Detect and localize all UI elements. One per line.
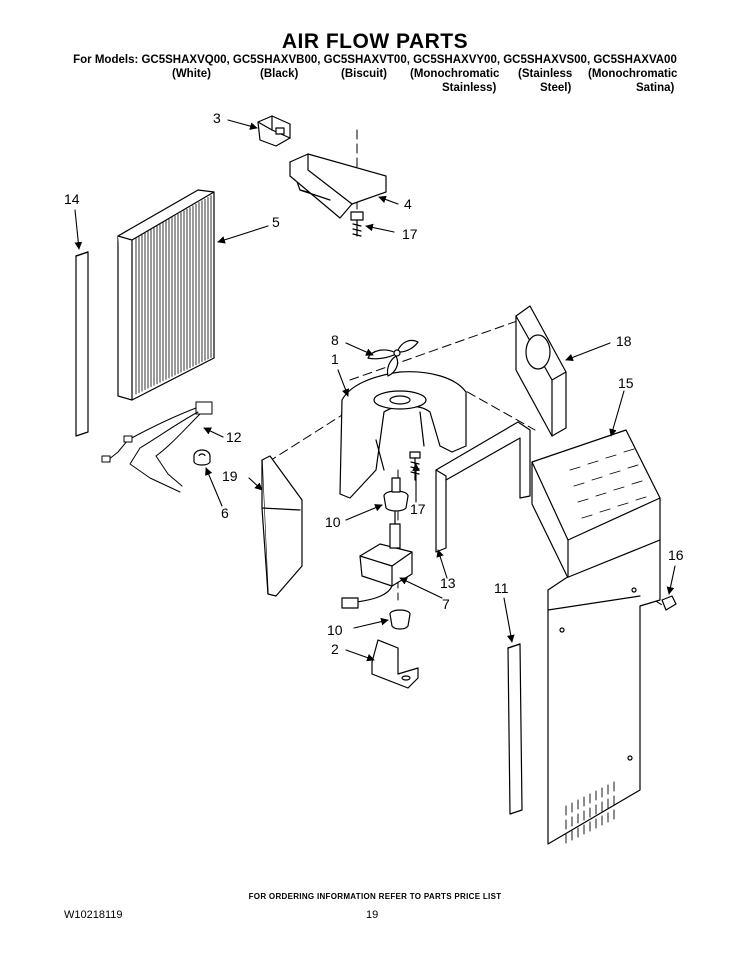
callout-leader-arrows: [74, 119, 676, 662]
callout-3: 3: [213, 110, 221, 126]
part-12-wire-harness: [101, 401, 213, 493]
finish-mono-stainless-line1: (Monochromatic: [410, 68, 500, 80]
callout-7: 7: [442, 596, 450, 612]
callout-10-bottom: 10: [327, 622, 343, 638]
finish-stainless-line1: (Stainless: [518, 68, 573, 80]
ordering-note: FOR ORDERING INFORMATION REFER TO PARTS …: [248, 892, 502, 901]
callout-8: 8: [331, 332, 339, 348]
vent-slot: [613, 486, 625, 491]
part-18-baffle: [515, 305, 567, 437]
callout-17-mid: 17: [410, 501, 426, 517]
part-17-screw-mid: [409, 451, 421, 481]
part-1-fan-housing: [339, 371, 467, 499]
callout-13: 13: [440, 575, 456, 591]
callout-15: 15: [618, 375, 634, 391]
vent-slot: [577, 498, 589, 503]
part-2-bracket: [371, 639, 419, 689]
part-19-foam-panel: [261, 455, 303, 597]
callout-5: 5: [272, 214, 280, 230]
callout-14: 14: [64, 191, 80, 207]
part-3-clip: [257, 115, 291, 147]
vent-slot: [599, 508, 611, 513]
vent-slot: [627, 464, 639, 469]
page-title: AIR FLOW PARTS: [281, 30, 469, 53]
part-10-motor-mount-top: [383, 477, 409, 512]
callout-4: 4: [404, 196, 412, 212]
vent-slot: [591, 476, 603, 481]
vent-slot: [609, 470, 621, 475]
callout-2: 2: [331, 641, 339, 657]
part-15-vent-slots: [569, 448, 647, 519]
callout-11: 11: [494, 580, 509, 596]
callout-19: 19: [222, 468, 238, 484]
part-4-duct-shroud: [289, 153, 387, 219]
part-8-fan-blade: [367, 339, 419, 377]
finish-biscuit: (Biscuit): [341, 68, 387, 80]
callout-16: 16: [668, 547, 684, 563]
part-14-strip: [75, 251, 89, 437]
part-17-screw-top: [350, 211, 364, 237]
part-6-grommet: [193, 449, 211, 466]
vent-slot: [623, 448, 635, 453]
callout-18: 18: [616, 333, 632, 349]
vent-slot: [595, 492, 607, 497]
finish-white: (White): [172, 68, 211, 80]
document-number: W10218119: [64, 909, 123, 921]
rear-panel-vent-slots: [565, 781, 615, 844]
finish-stainless-line2: Steel): [540, 82, 572, 94]
part-16-screw: [661, 595, 677, 611]
vent-slot: [587, 460, 599, 465]
model-list: For Models: GC5SHAXVQ00, GC5SHAXVB00, GC…: [73, 54, 677, 66]
callout-10-top: 10: [325, 514, 341, 530]
page-number: 19: [366, 909, 379, 921]
finish-mono-satina-line1: (Monochromatic: [588, 68, 678, 80]
vent-slot: [635, 496, 647, 501]
vent-slot: [573, 482, 585, 487]
rear-duct-panel: [547, 539, 661, 845]
vent-slot: [605, 454, 617, 459]
vent-slot: [631, 480, 643, 485]
part-10-motor-mount-bottom: [389, 609, 411, 630]
finish-mono-satina-line2: Satina): [636, 82, 675, 94]
vent-slot: [569, 466, 581, 471]
callout-1: 1: [331, 351, 339, 367]
vent-slot: [581, 514, 593, 519]
part-5-fin-lines: [135, 195, 212, 395]
callout-17-top: 17: [402, 226, 418, 242]
finish-black: (Black): [260, 68, 299, 80]
part-7-fan-motor: [341, 511, 413, 609]
finish-mono-stainless-line2: Stainless): [442, 82, 497, 94]
part-11-strip: [507, 643, 523, 815]
callout-12: 12: [226, 429, 242, 445]
part-15-top-cover: [531, 429, 661, 579]
vent-slot: [617, 502, 629, 507]
callout-6: 6: [221, 505, 229, 521]
